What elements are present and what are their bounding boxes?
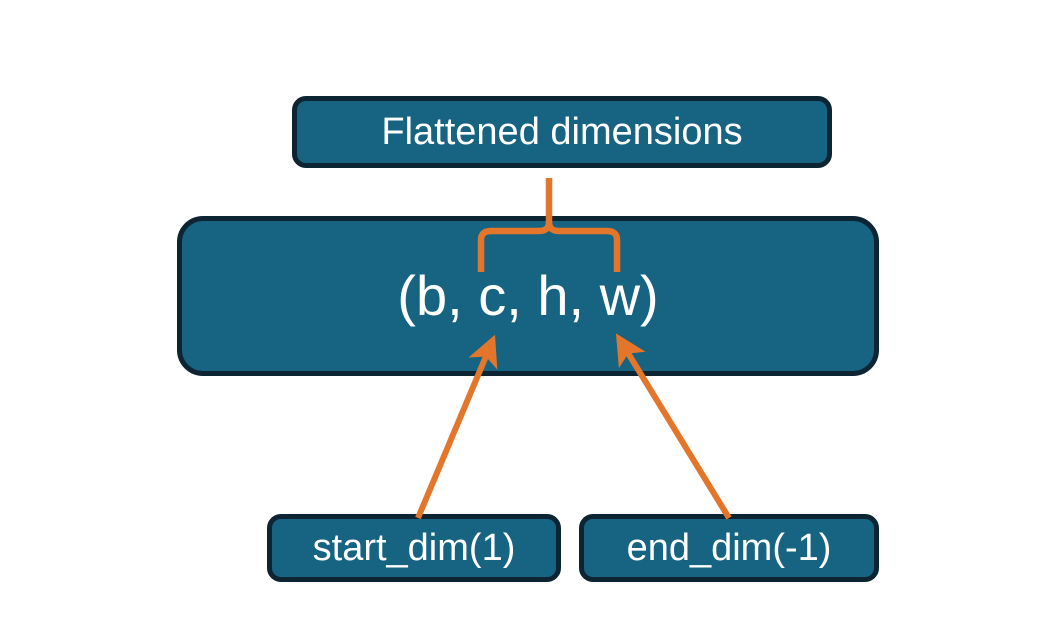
- node-start-dim-label: start_dim(1): [312, 527, 516, 569]
- node-tensor-shape-label: (b, c, h, w): [397, 264, 659, 327]
- node-end-dim-label: end_dim(-1): [626, 527, 832, 569]
- node-start-dim: start_dim(1): [267, 514, 561, 582]
- node-flattened-dimensions-label: Flattened dimensions: [381, 111, 743, 153]
- node-end-dim: end_dim(-1): [579, 514, 879, 582]
- node-tensor-shape: (b, c, h, w): [177, 216, 879, 376]
- node-flattened-dimensions: Flattened dimensions: [292, 96, 832, 168]
